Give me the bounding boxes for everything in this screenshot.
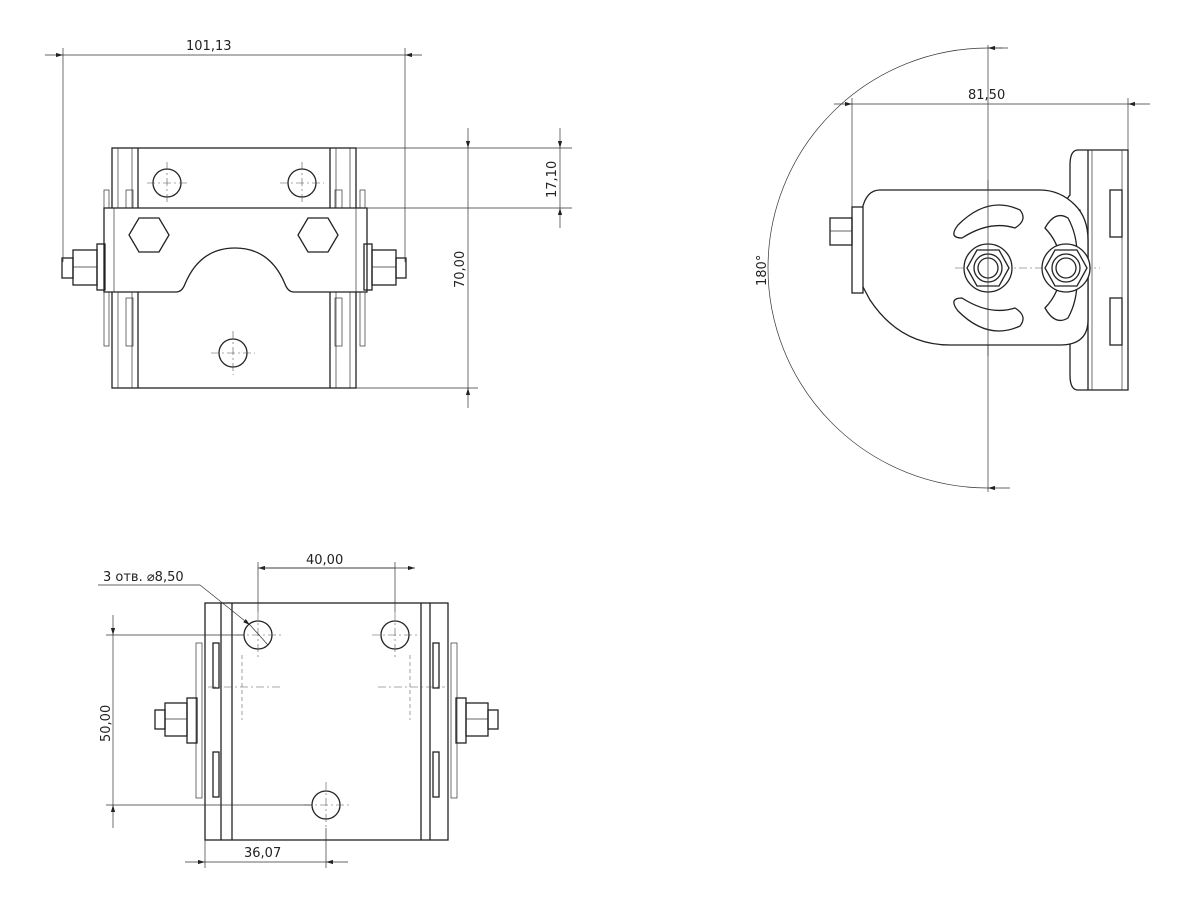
hole-callout: 3 отв. ⌀8,50 (103, 570, 184, 585)
front-hole (147, 162, 187, 204)
front-hole (211, 331, 255, 375)
dimension-clamp-height: 17,10 (545, 161, 560, 198)
dimension-side-width: 81,50 (968, 88, 1005, 103)
hex-bolt-icon (128, 217, 170, 253)
dimension-overall-height: 70,00 (453, 251, 468, 288)
dimension-overall-width: 101,13 (186, 39, 232, 54)
lock-nut (1041, 243, 1091, 293)
mounting-hole (372, 612, 418, 658)
side-nut-left (61, 243, 106, 291)
dimension-offset: 36,07 (244, 846, 281, 861)
arc-slot (953, 297, 1024, 332)
bottom-plate (204, 602, 449, 841)
clamp-plate (103, 207, 368, 293)
bottom-view: 3 отв. ⌀8,50 40,00 50,00 36,07 (98, 553, 499, 868)
side-bolt-head (829, 217, 853, 246)
rotation-arc (767, 47, 989, 489)
side-nut-left (154, 697, 198, 744)
front-view: 101,13 17,10 70,00 (45, 39, 572, 408)
dimension-vertical-spacing: 50,00 (99, 705, 114, 742)
front-hole (280, 162, 324, 204)
dimension-hole-spacing: 40,00 (306, 553, 343, 568)
dimension-rotation-angle: 180° (755, 255, 770, 286)
arc-slot (953, 204, 1024, 239)
side-nut-right (455, 697, 499, 744)
side-nut-right (363, 243, 407, 291)
side-view: 180° (755, 45, 1150, 492)
hex-bolt-icon (297, 217, 339, 253)
